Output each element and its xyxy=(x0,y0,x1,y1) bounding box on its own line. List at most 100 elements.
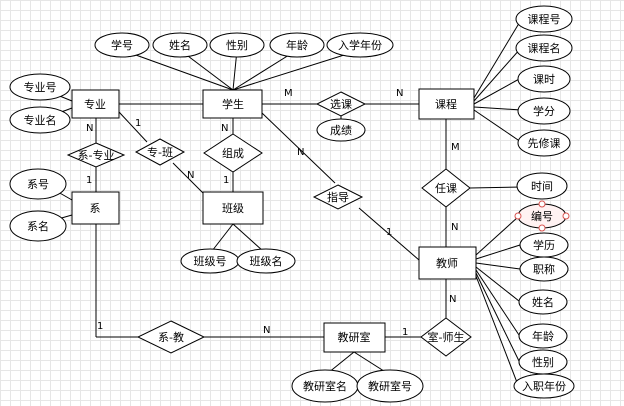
svg-text:组成: 组成 xyxy=(222,146,244,160)
entity-major[interactable]: 专业 xyxy=(71,89,120,119)
attr-course-hours[interactable]: 课时 xyxy=(517,65,571,93)
card-student-compose: N xyxy=(221,123,228,134)
rel-dept-major[interactable]: 系-专业 xyxy=(66,142,126,168)
svg-text:成绩: 成绩 xyxy=(330,124,352,137)
rel-elect[interactable]: 选课 xyxy=(315,91,367,117)
attr-teacher-id[interactable]: 编号 xyxy=(517,203,567,229)
attr-teacher-gender[interactable]: 性别 xyxy=(518,349,568,375)
rel-major-class[interactable]: 专-班 xyxy=(134,138,186,166)
card-student-advise: N xyxy=(297,147,304,158)
entity-office[interactable]: 教研室 xyxy=(323,322,386,353)
svg-text:班级: 班级 xyxy=(222,202,244,215)
svg-text:姓名: 姓名 xyxy=(169,38,191,52)
attr-dept-name[interactable]: 系名 xyxy=(9,210,67,242)
card-elect-course: N xyxy=(396,88,403,99)
svg-text:课程名: 课程名 xyxy=(528,41,561,55)
card-office-teacher: 1 xyxy=(402,327,408,338)
svg-text:专业名: 专业名 xyxy=(24,113,57,127)
attr-grade[interactable]: 成绩 xyxy=(316,118,366,142)
card-office-dept: N xyxy=(263,325,270,336)
entity-student[interactable]: 学生 xyxy=(202,89,263,119)
attr-course-prereq[interactable]: 先修课 xyxy=(517,129,571,157)
attr-major-id[interactable]: 专业号 xyxy=(9,73,71,101)
attr-teacher-title[interactable]: 职称 xyxy=(519,256,569,282)
attr-teacher-age[interactable]: 年龄 xyxy=(518,323,568,349)
svg-text:编号: 编号 xyxy=(531,209,553,223)
svg-text:学号: 学号 xyxy=(111,38,133,52)
attr-course-id[interactable]: 课程号 xyxy=(515,5,573,33)
card-advise-teacher: 1 xyxy=(386,227,392,238)
svg-text:入职年份: 入职年份 xyxy=(522,379,566,393)
attr-class-name[interactable]: 班级名 xyxy=(236,248,296,274)
attr-office-name[interactable]: 教研室名 xyxy=(291,369,359,403)
rel-teach[interactable]: 任课 xyxy=(421,168,471,208)
attr-teacher-education[interactable]: 学历 xyxy=(519,232,569,258)
card-major-dept: N xyxy=(86,123,93,134)
attr-teach-time[interactable]: 时间 xyxy=(516,172,568,200)
svg-text:时间: 时间 xyxy=(531,180,553,193)
attr-teacher-name[interactable]: 姓名 xyxy=(518,289,568,315)
card-course-teach: M xyxy=(451,142,460,153)
card-teach-teacher: N xyxy=(451,222,458,233)
attr-office-id[interactable]: 教研室号 xyxy=(356,369,424,403)
attr-class-id[interactable]: 班级号 xyxy=(180,248,240,274)
attr-student-gender[interactable]: 性别 xyxy=(209,32,265,58)
rel-advise[interactable]: 指导 xyxy=(312,184,364,210)
attr-student-enroll-year[interactable]: 入学年份 xyxy=(326,32,394,58)
svg-text:专-班: 专-班 xyxy=(147,145,173,159)
svg-text:系: 系 xyxy=(90,202,101,215)
svg-text:姓名: 姓名 xyxy=(532,295,554,309)
entity-class[interactable]: 班级 xyxy=(202,191,264,225)
svg-text:系名: 系名 xyxy=(27,219,49,233)
svg-text:入学年份: 入学年份 xyxy=(338,38,382,52)
svg-text:学历: 学历 xyxy=(533,238,555,252)
entity-course[interactable]: 课程 xyxy=(418,88,475,120)
svg-text:职称: 职称 xyxy=(533,262,555,276)
attr-student-id[interactable]: 学号 xyxy=(94,32,150,58)
svg-text:学分: 学分 xyxy=(533,104,555,118)
svg-text:室-师生: 室-师生 xyxy=(428,330,465,344)
svg-text:任课: 任课 xyxy=(435,182,457,195)
rel-compose[interactable]: 组成 xyxy=(203,133,263,173)
card-teacher-office: N xyxy=(449,294,456,305)
card-class-major: N xyxy=(187,170,194,181)
svg-text:性别: 性别 xyxy=(226,38,248,52)
svg-text:先修课: 先修课 xyxy=(528,136,561,150)
svg-text:教研室: 教研室 xyxy=(338,330,371,344)
svg-text:课程号: 课程号 xyxy=(528,13,561,26)
card-major-class: 1 xyxy=(135,118,141,129)
svg-text:专业: 专业 xyxy=(84,97,106,111)
rel-dept-office[interactable]: 系-教 xyxy=(136,320,206,354)
svg-text:性别: 性别 xyxy=(532,355,554,369)
svg-text:班级号: 班级号 xyxy=(194,255,227,268)
svg-text:教师: 教师 xyxy=(436,257,458,270)
svg-text:课时: 课时 xyxy=(533,73,555,86)
card-dept-office: 1 xyxy=(97,321,103,332)
attr-student-age[interactable]: 年龄 xyxy=(269,32,325,58)
svg-text:系号: 系号 xyxy=(27,178,49,191)
rel-office-teacher[interactable]: 室-师生 xyxy=(420,317,472,357)
card-compose-class: 1 xyxy=(223,175,229,186)
cardinality-labels: M N N 1 1 N N 1 N 1 M N N 1 1 N xyxy=(86,88,460,338)
svg-text:学生: 学生 xyxy=(222,97,244,111)
svg-text:课程: 课程 xyxy=(435,98,457,111)
selection-handles[interactable] xyxy=(514,200,570,232)
card-student-elect: M xyxy=(284,88,293,99)
attr-teacher-hire-year[interactable]: 入职年份 xyxy=(513,373,575,399)
entity-department[interactable]: 系 xyxy=(71,191,120,225)
svg-text:专业号: 专业号 xyxy=(24,80,57,94)
card-dept-major: 1 xyxy=(86,175,92,186)
svg-text:年龄: 年龄 xyxy=(286,38,308,52)
svg-text:年龄: 年龄 xyxy=(532,329,554,343)
svg-text:选课: 选课 xyxy=(330,98,352,111)
attr-major-name[interactable]: 专业名 xyxy=(9,106,71,134)
attr-course-name[interactable]: 课程名 xyxy=(515,34,573,62)
svg-text:系-教: 系-教 xyxy=(158,331,184,344)
attr-dept-id[interactable]: 系号 xyxy=(9,168,67,200)
attr-student-name[interactable]: 姓名 xyxy=(152,32,208,58)
entity-teacher[interactable]: 教师 xyxy=(418,246,477,280)
attr-course-credit[interactable]: 学分 xyxy=(517,97,571,125)
svg-text:班级名: 班级名 xyxy=(250,254,283,268)
